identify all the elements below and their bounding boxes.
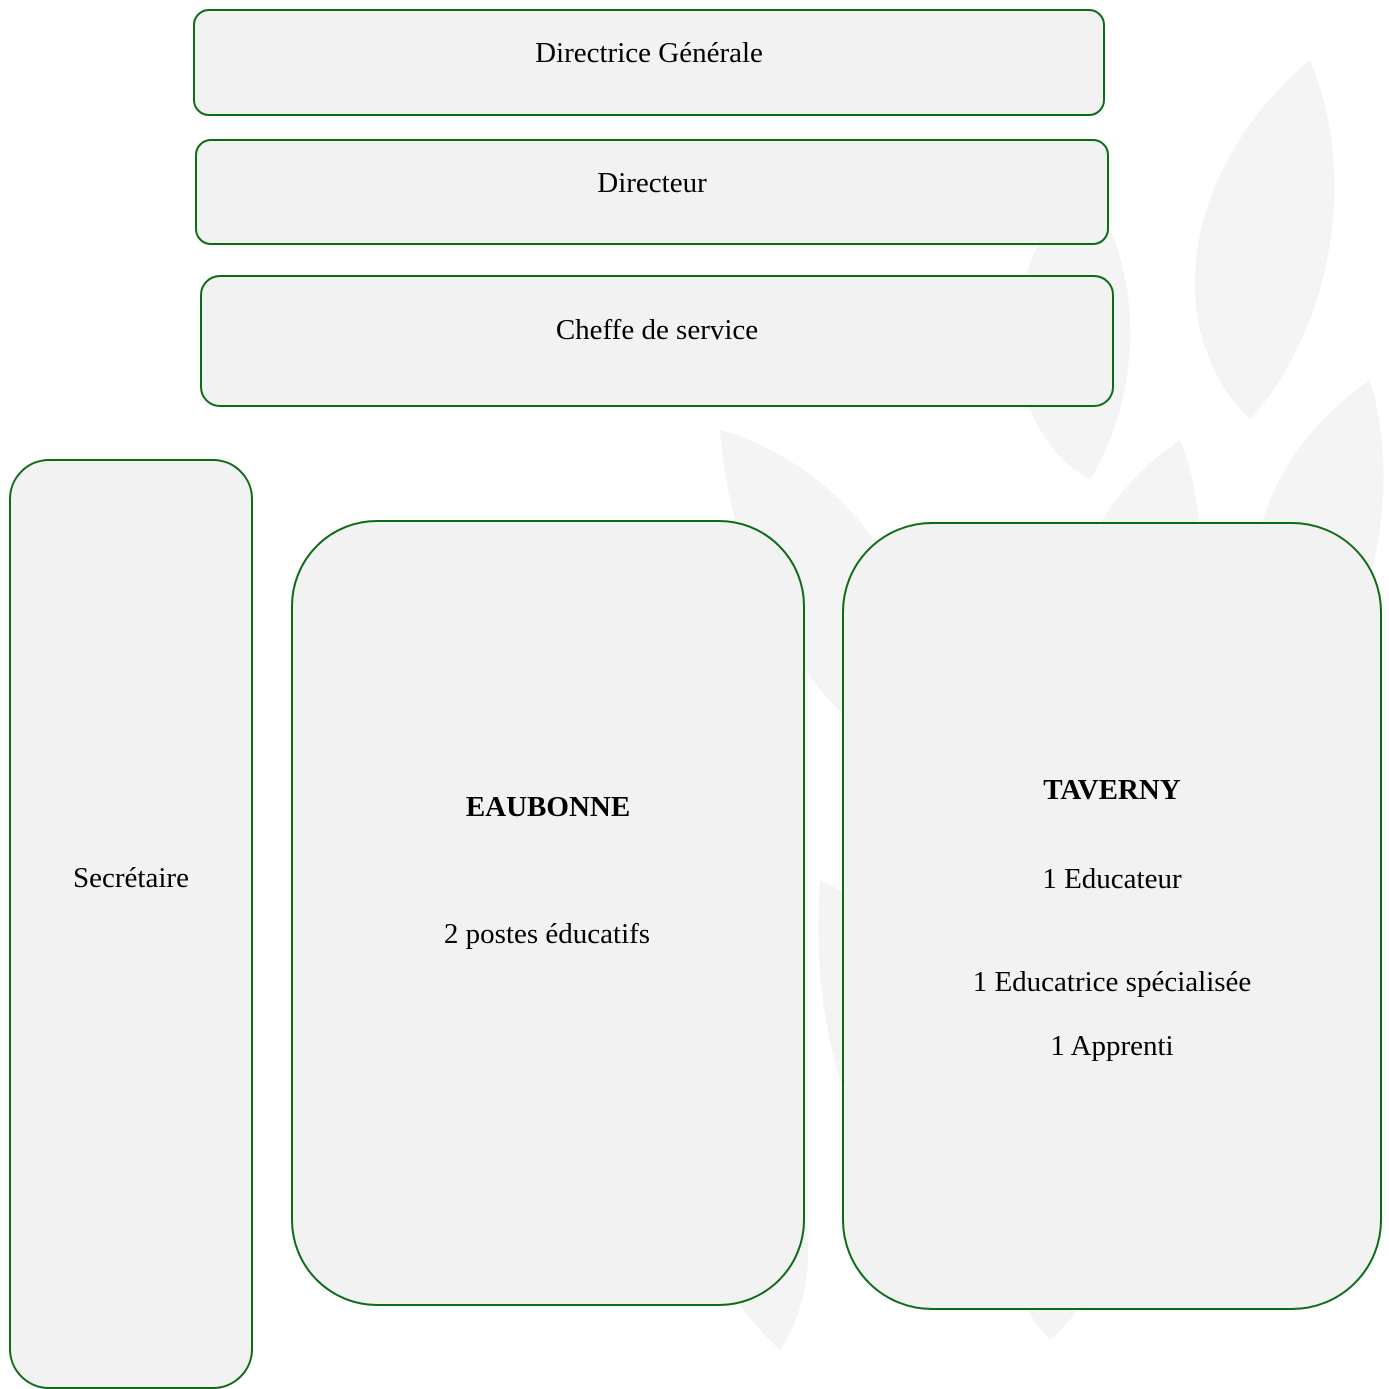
secretaire-box: Secrétaire	[9, 459, 253, 1389]
eaubonne-title: EAUBONNE	[465, 791, 631, 823]
directrice-generale-box: Directrice Générale	[193, 9, 1105, 116]
directrice-generale-label: Directrice Générale	[535, 37, 763, 69]
cheffe-de-service-label: Cheffe de service	[555, 314, 759, 346]
secretaire-label: Secrétaire	[73, 862, 189, 894]
taverny-title: TAVERNY	[1043, 774, 1181, 806]
eaubonne-box: EAUBONNE 2 postes éducatifs	[291, 520, 805, 1306]
cheffe-de-service-box: Cheffe de service	[200, 275, 1114, 407]
taverny-line-1: 1 Educateur	[1042, 863, 1182, 895]
directeur-box: Directeur	[195, 139, 1109, 245]
eaubonne-line-1: 2 postes éducatifs	[443, 918, 651, 950]
taverny-box: TAVERNY 1 Educateur 1 Educatrice spécial…	[842, 522, 1382, 1310]
taverny-line-2: 1 Educatrice spécialisée	[972, 966, 1252, 998]
directeur-label: Directeur	[597, 167, 707, 199]
taverny-line-3: 1 Apprenti	[1050, 1030, 1174, 1062]
